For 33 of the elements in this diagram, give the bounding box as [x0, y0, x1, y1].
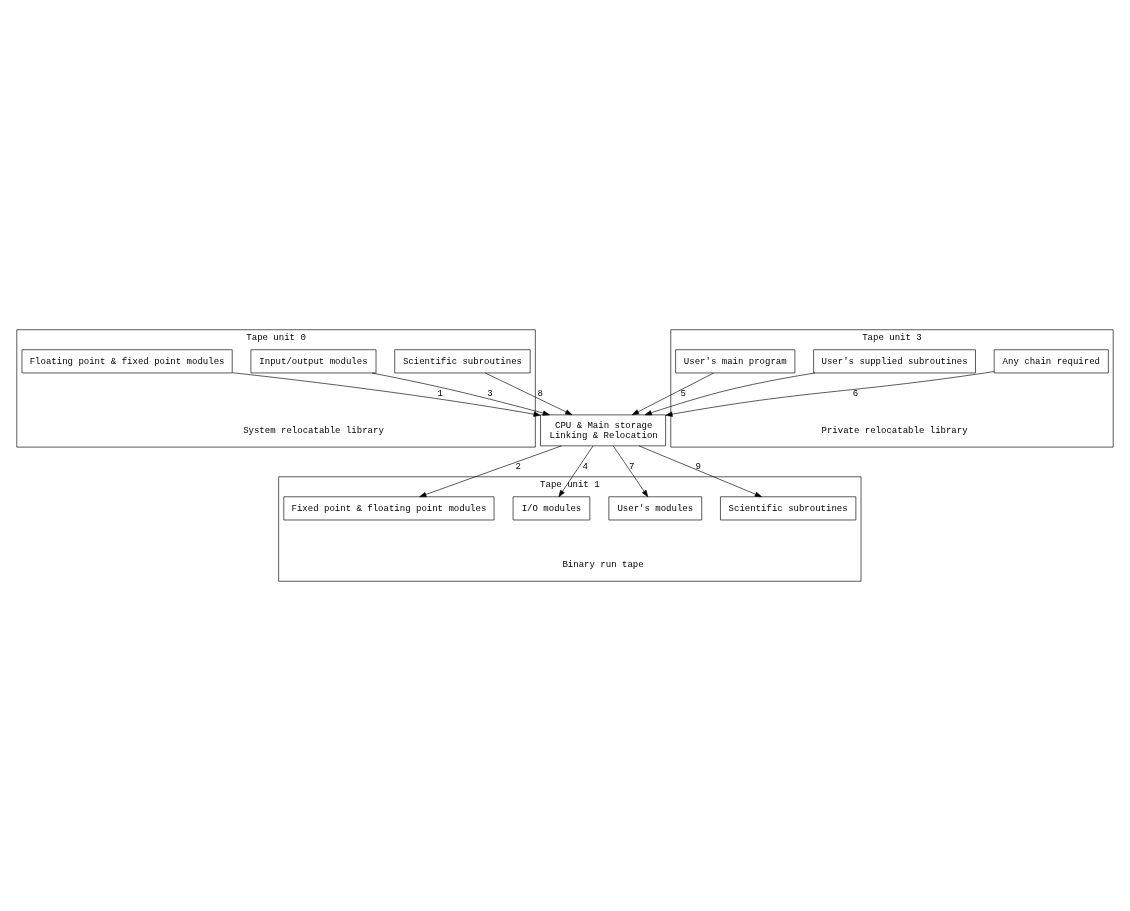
- arrow: [558, 445, 594, 498]
- edge-label: 5: [680, 388, 687, 400]
- edge-label: 6: [852, 388, 859, 400]
- arrow: [638, 445, 762, 498]
- arrow: [665, 371, 995, 417]
- arrow: [612, 445, 649, 498]
- node-box: Scientific subroutines: [394, 349, 531, 374]
- node-box: CPU & Main storage Linking & Relocation: [540, 414, 666, 447]
- node-box: Floating point & fixed point modules: [21, 349, 233, 374]
- node-label: Private relocatable library: [821, 424, 968, 436]
- arrow: [371, 372, 550, 416]
- node-label: System relocatable library: [243, 424, 384, 436]
- node-label: Binary run tape: [562, 558, 644, 570]
- node-box: Input/output modules: [250, 349, 377, 374]
- arrow: [631, 372, 715, 416]
- edge-label: 7: [629, 461, 635, 473]
- node-box: User's main program: [675, 349, 796, 374]
- node-box: Fixed point & floating point modules: [283, 496, 495, 521]
- edge-label: 4: [582, 461, 589, 473]
- arrow: [419, 445, 562, 498]
- node-box: Scientific subroutines: [720, 496, 857, 521]
- edge-label: 2: [515, 461, 521, 473]
- node-box: User's supplied subroutines: [813, 349, 976, 374]
- arrow: [232, 372, 541, 417]
- edge-label: 9: [695, 461, 701, 473]
- edge-label: 1: [437, 388, 443, 400]
- node-box: I/O modules: [512, 496, 591, 521]
- edge-label: 3: [487, 388, 493, 400]
- arrow: [644, 372, 816, 416]
- node-box: User's modules: [608, 496, 703, 521]
- node-box: Any chain required: [993, 349, 1109, 374]
- edge-label: 8: [537, 388, 543, 400]
- arrow: [485, 372, 573, 416]
